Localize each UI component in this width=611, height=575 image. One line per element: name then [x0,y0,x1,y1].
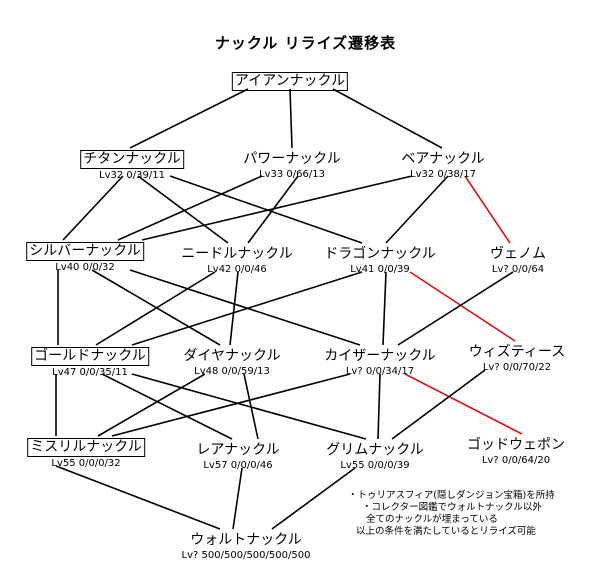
node-stats: Lv42 0/0/46 [207,264,267,275]
connector-grim-walt [271,467,356,530]
node-stats: Lv57 0/0/0/46 [203,460,273,471]
node-bear-knuckle: ベアナックル Lv32 0/38/17 [399,148,486,181]
node-name: ゴッドウェポン [467,437,565,453]
connector-power-silver [117,175,263,241]
connector-mythril-walt [55,465,221,530]
connector-gold-grim [131,373,367,440]
node-power-knuckle: パワーナックル Lv33 0/66/13 [241,148,343,181]
connector-silver-kaiser [129,269,361,346]
node-name: チタンナックル [80,150,184,169]
connector-dragon-wiz [409,271,516,342]
connector-needle-gold [95,271,216,346]
node-stats: Lv41 0/0/39 [350,264,410,275]
connector-iron-bear [332,88,443,149]
node-kaiser-knuckle: カイザーナックル Lv? 0/0/34/17 [322,345,438,378]
node-name: ドラゴンナックル [324,246,436,262]
connector-diamond-mythril [97,373,206,437]
node-titan-knuckle: チタンナックル Lv32 0/39/11 [80,148,184,182]
node-name: ウィズティース [468,344,566,360]
node-stats: Lv? 0/0/64/20 [481,455,551,466]
node-stats: Lv40 0/0/32 [55,262,115,273]
node-name: ニードルナックル [181,246,293,262]
node-walt-knuckle: ウォルトナックル Lv? 500/500/500/500/500 [182,529,311,562]
connector-bear-dragon [385,175,449,244]
node-stats: Lv47 0/0/35/11 [52,367,128,378]
connector-titan-dragon [169,175,363,244]
node-diamond-knuckle: ダイヤナックル Lv48 0/0/59/13 [181,345,282,378]
node-stats: Lv32 0/39/11 [99,170,165,181]
node-stats: Lv? 0/0/70/22 [482,362,552,373]
node-god-weapon: ゴッドウェポン Lv? 0/0/64/20 [465,434,567,467]
node-name: ゴールドナックル [31,347,149,366]
node-wiz-teeth: ウィズティース Lv? 0/0/70/22 [467,341,567,374]
connector-titan-needle [137,175,229,244]
node-stats: Lv55 0/0/0/39 [340,460,410,471]
connector-dragon-gold [131,271,363,346]
connector-venom-kaiser [397,271,514,346]
connector-iron-titan [129,88,249,149]
connector-rare-walt [232,467,243,530]
node-dragon-knuckle: ドラゴンナックル Lv41 0/0/39 [322,243,438,276]
node-name: カイザーナックル [324,348,436,364]
node-grim-knuckle: グリムナックル Lv55 0/0/0/39 [324,439,426,472]
node-stats: Lv55 0/0/0/32 [51,458,121,469]
node-mythril-knuckle: ミスリルナックル Lv55 0/0/0/32 [27,436,145,470]
connector-kaiser-mythril [111,373,351,437]
node-iron-knuckle: アイアンナックル [231,70,349,91]
node-stats: Lv32 0/38/17 [410,169,476,180]
connector-needle-diamond [229,271,239,346]
node-name: ダイヤナックル [183,348,281,364]
diagram-title: ナックル リライズ遷移表 [214,34,397,52]
node-stats: Lv? 0/0/64 [491,264,545,275]
node-name: グリムナックル [326,442,424,458]
node-needle-knuckle: ニードルナックル Lv42 0/0/46 [179,243,295,276]
node-stats: Lv? 500/500/500/500/500 [181,550,311,561]
connector-bear-silver [141,175,413,241]
node-silver-knuckle: シルバーナックル Lv40 0/0/32 [26,240,144,274]
node-gold-knuckle: ゴールドナックル Lv47 0/0/35/11 [31,345,149,379]
node-rare-knuckle: レアナックル Lv57 0/0/0/46 [194,439,281,472]
node-name: ベアナックル [401,151,485,167]
note-line: ・コレクター図鑑でウォルトナックル以外 [362,502,542,513]
node-name: パワーナックル [243,151,341,167]
connector-kaiser-god [404,373,523,435]
connector-iron-power [289,88,293,149]
connector-dragon-kaiser [382,271,387,346]
node-stats: Lv48 0/0/59/13 [194,366,270,377]
rerise-conditions-note: ・トゥリアスフィア(隠しダンジョン宝箱)を所持 ・コレクター図鑑でウォルトナック… [348,490,555,538]
connector-gold-rare [101,373,233,440]
node-stats: Lv33 0/66/13 [259,169,325,180]
node-name: シルバーナックル [26,242,144,261]
connector-bear-venom [464,175,511,244]
node-venom: ヴェノム Lv? 0/0/64 [488,243,548,276]
node-name: ミスリルナックル [27,438,145,457]
node-name: レアナックル [196,442,280,458]
connector-diamond-rare [243,373,259,440]
connector-wiz-grim [391,369,486,440]
connector-kaiser-grim [377,373,381,440]
node-name: ウォルトナックル [190,532,302,548]
node-name: ヴェノム [490,246,546,262]
note-line: 全てのナックルが埋まっている [366,514,498,525]
node-stats: Lv? 0/0/34/17 [345,366,415,377]
node-name: アイアンナックル [231,72,349,91]
note-line: 以上の条件を満たしているとリライズ可能 [356,526,536,537]
connector-titan-silver [62,175,124,241]
note-line: ・トゥリアスフィア(隠しダンジョン宝箱)を所持 [348,490,555,501]
